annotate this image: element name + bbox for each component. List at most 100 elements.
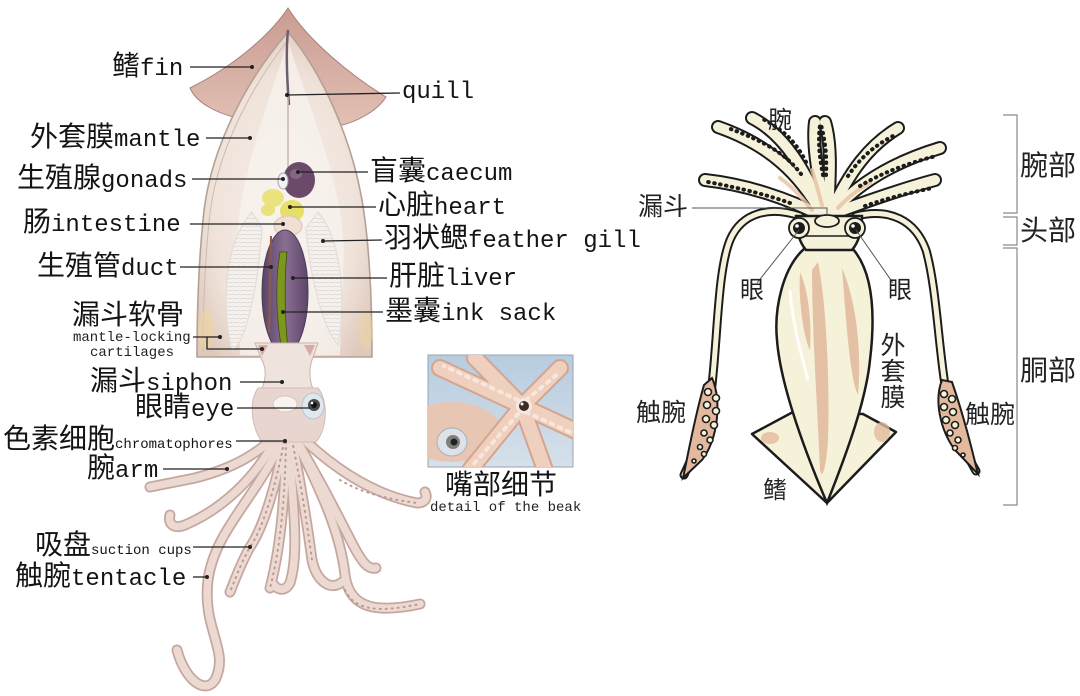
right-label-arm: 腕 bbox=[768, 106, 792, 134]
label-caecum: 盲囊caecum bbox=[370, 154, 513, 189]
tentacle-suckers bbox=[691, 387, 966, 464]
label-feather-gill-zh: 羽状鳃 bbox=[384, 221, 469, 254]
caecum-shape bbox=[283, 162, 315, 198]
label-tentacle-zh: 触腕 bbox=[15, 559, 72, 592]
region-label-arms: 腕部 bbox=[1020, 149, 1077, 182]
leader-cartilages bbox=[193, 336, 262, 350]
mantle-inner-edge bbox=[202, 39, 289, 353]
label-heart: 心脏heart bbox=[378, 188, 507, 223]
label-suction-cups-en: suction cups bbox=[91, 543, 192, 559]
mantle-highlight bbox=[788, 289, 810, 381]
label-gonads: 生殖腺gonads bbox=[17, 161, 187, 196]
label-arm-en: arm bbox=[115, 458, 159, 485]
label-tentacle-en: tentacle bbox=[71, 566, 187, 593]
label-intestine: 肠intestine bbox=[23, 205, 181, 240]
arms bbox=[698, 111, 947, 221]
fin-blush bbox=[761, 432, 779, 444]
label-heart-en: heart bbox=[434, 195, 507, 222]
label-duct: 生殖管duct bbox=[37, 249, 179, 284]
label-siphon: 漏斗siphon bbox=[90, 364, 233, 399]
right-leader-lines bbox=[692, 207, 894, 284]
bracket-head bbox=[1003, 216, 1018, 246]
label-chromatophores-en: chromatophores bbox=[115, 437, 233, 453]
funnel-shape-right bbox=[814, 214, 840, 228]
label-caecum-en: caecum bbox=[426, 161, 513, 188]
label-intestine-zh: 肠 bbox=[23, 205, 52, 238]
label-suction-cups: 吸盘suction cups bbox=[35, 529, 192, 561]
tentacles bbox=[679, 206, 981, 480]
leader-funnel bbox=[692, 207, 828, 215]
right-label-fin: 鳍 bbox=[763, 476, 787, 504]
label-mantle-en: mantle bbox=[114, 127, 201, 154]
label-quill: quill bbox=[402, 77, 474, 109]
label-fin: 鳍fin bbox=[112, 49, 184, 84]
label-liver: 肝脏liver bbox=[389, 259, 518, 294]
leader-dots bbox=[205, 65, 325, 579]
feather-gill-left bbox=[225, 211, 263, 353]
right-label-eye-right: 眼 bbox=[888, 276, 912, 304]
duct-shape bbox=[268, 235, 272, 333]
right-label-tentacle-left: 触腕 bbox=[636, 398, 687, 427]
arm-suckers bbox=[706, 116, 938, 208]
right-label-funnel: 漏斗 bbox=[638, 192, 689, 221]
mantle-tint bbox=[359, 310, 373, 350]
inset-caption-zh-text: 嘴部细节 bbox=[445, 468, 558, 501]
label-liver-en: liver bbox=[445, 266, 518, 293]
leader-quill bbox=[286, 92, 401, 96]
region-label-trunk: 胴部 bbox=[1020, 354, 1077, 387]
label-fin-en: fin bbox=[140, 56, 184, 83]
label-ink-sack-en: ink sack bbox=[441, 301, 557, 328]
beak-detail-inset bbox=[427, 354, 574, 468]
label-quill-en: quill bbox=[402, 79, 475, 106]
leader-feather-gill bbox=[322, 239, 383, 242]
left-squid-illustration bbox=[144, 7, 432, 692]
label-siphon-en: siphon bbox=[146, 371, 233, 398]
label-feather-gill: 羽状鳃feather gill bbox=[384, 221, 641, 256]
inset-caption-zh: 嘴部细节 bbox=[445, 469, 557, 501]
label-caecum-zh: 盲囊 bbox=[370, 154, 427, 187]
label-siphon-zh: 漏斗 bbox=[90, 364, 147, 397]
label-tentacle: 触腕tentacle bbox=[15, 559, 187, 594]
heart-shape bbox=[262, 189, 284, 207]
label-suction-cups-zh: 吸盘 bbox=[35, 528, 92, 561]
mantle-blush bbox=[799, 262, 860, 474]
label-cartilages: 漏斗软骨 bbox=[72, 299, 184, 331]
label-duct-en: duct bbox=[121, 256, 179, 283]
cartilage-mark bbox=[304, 345, 315, 356]
label-mantle-zh: 外套膜 bbox=[30, 120, 115, 153]
label-feather-gill-en: feather gill bbox=[468, 228, 641, 255]
label-chromatophores: 色素细胞chromatophores bbox=[3, 423, 233, 455]
squid-arms bbox=[144, 424, 432, 692]
label-mantle: 外套膜mantle bbox=[30, 120, 201, 155]
beak-opening bbox=[272, 395, 298, 413]
label-heart-zh: 心脏 bbox=[378, 188, 435, 221]
label-arm: 腕arm bbox=[87, 451, 159, 486]
right-label-mantle: 外套膜 bbox=[877, 332, 906, 410]
inset-caption-en: detail of the beak bbox=[430, 500, 582, 516]
label-intestine-en: intestine bbox=[51, 212, 181, 239]
mantle-tint bbox=[198, 310, 214, 350]
region-label-head: 头部 bbox=[1020, 214, 1077, 247]
label-eye-zh: 眼睛 bbox=[135, 390, 192, 423]
label-gonads-zh: 生殖腺 bbox=[17, 161, 102, 194]
caecum-highlight bbox=[290, 169, 302, 179]
right-label-tentacle-right: 触腕 bbox=[965, 400, 1016, 429]
label-arm-zh: 腕 bbox=[87, 451, 116, 484]
label-cartilages-zh: 漏斗软骨 bbox=[72, 298, 185, 331]
label-duct-zh: 生殖管 bbox=[37, 249, 122, 282]
label-eye: 眼睛eye bbox=[135, 390, 234, 425]
suction-cups bbox=[229, 439, 421, 610]
label-ink-sack-zh: 墨囊 bbox=[385, 294, 442, 327]
bracket-arms bbox=[1003, 114, 1018, 214]
bracket-trunk bbox=[1003, 247, 1018, 506]
eye-shape bbox=[301, 392, 325, 420]
label-fin-zh: 鳍 bbox=[112, 49, 141, 82]
right-squid-drawing bbox=[679, 111, 981, 507]
label-liver-zh: 肝脏 bbox=[389, 259, 446, 292]
label-ink-sack: 墨囊ink sack bbox=[385, 294, 557, 329]
label-cartilages-en-line2: cartilages bbox=[90, 345, 175, 361]
left-leader-lines bbox=[163, 66, 401, 578]
label-cartilages-en-line1: mantle-locking bbox=[73, 330, 191, 346]
heart-shape bbox=[261, 204, 275, 216]
